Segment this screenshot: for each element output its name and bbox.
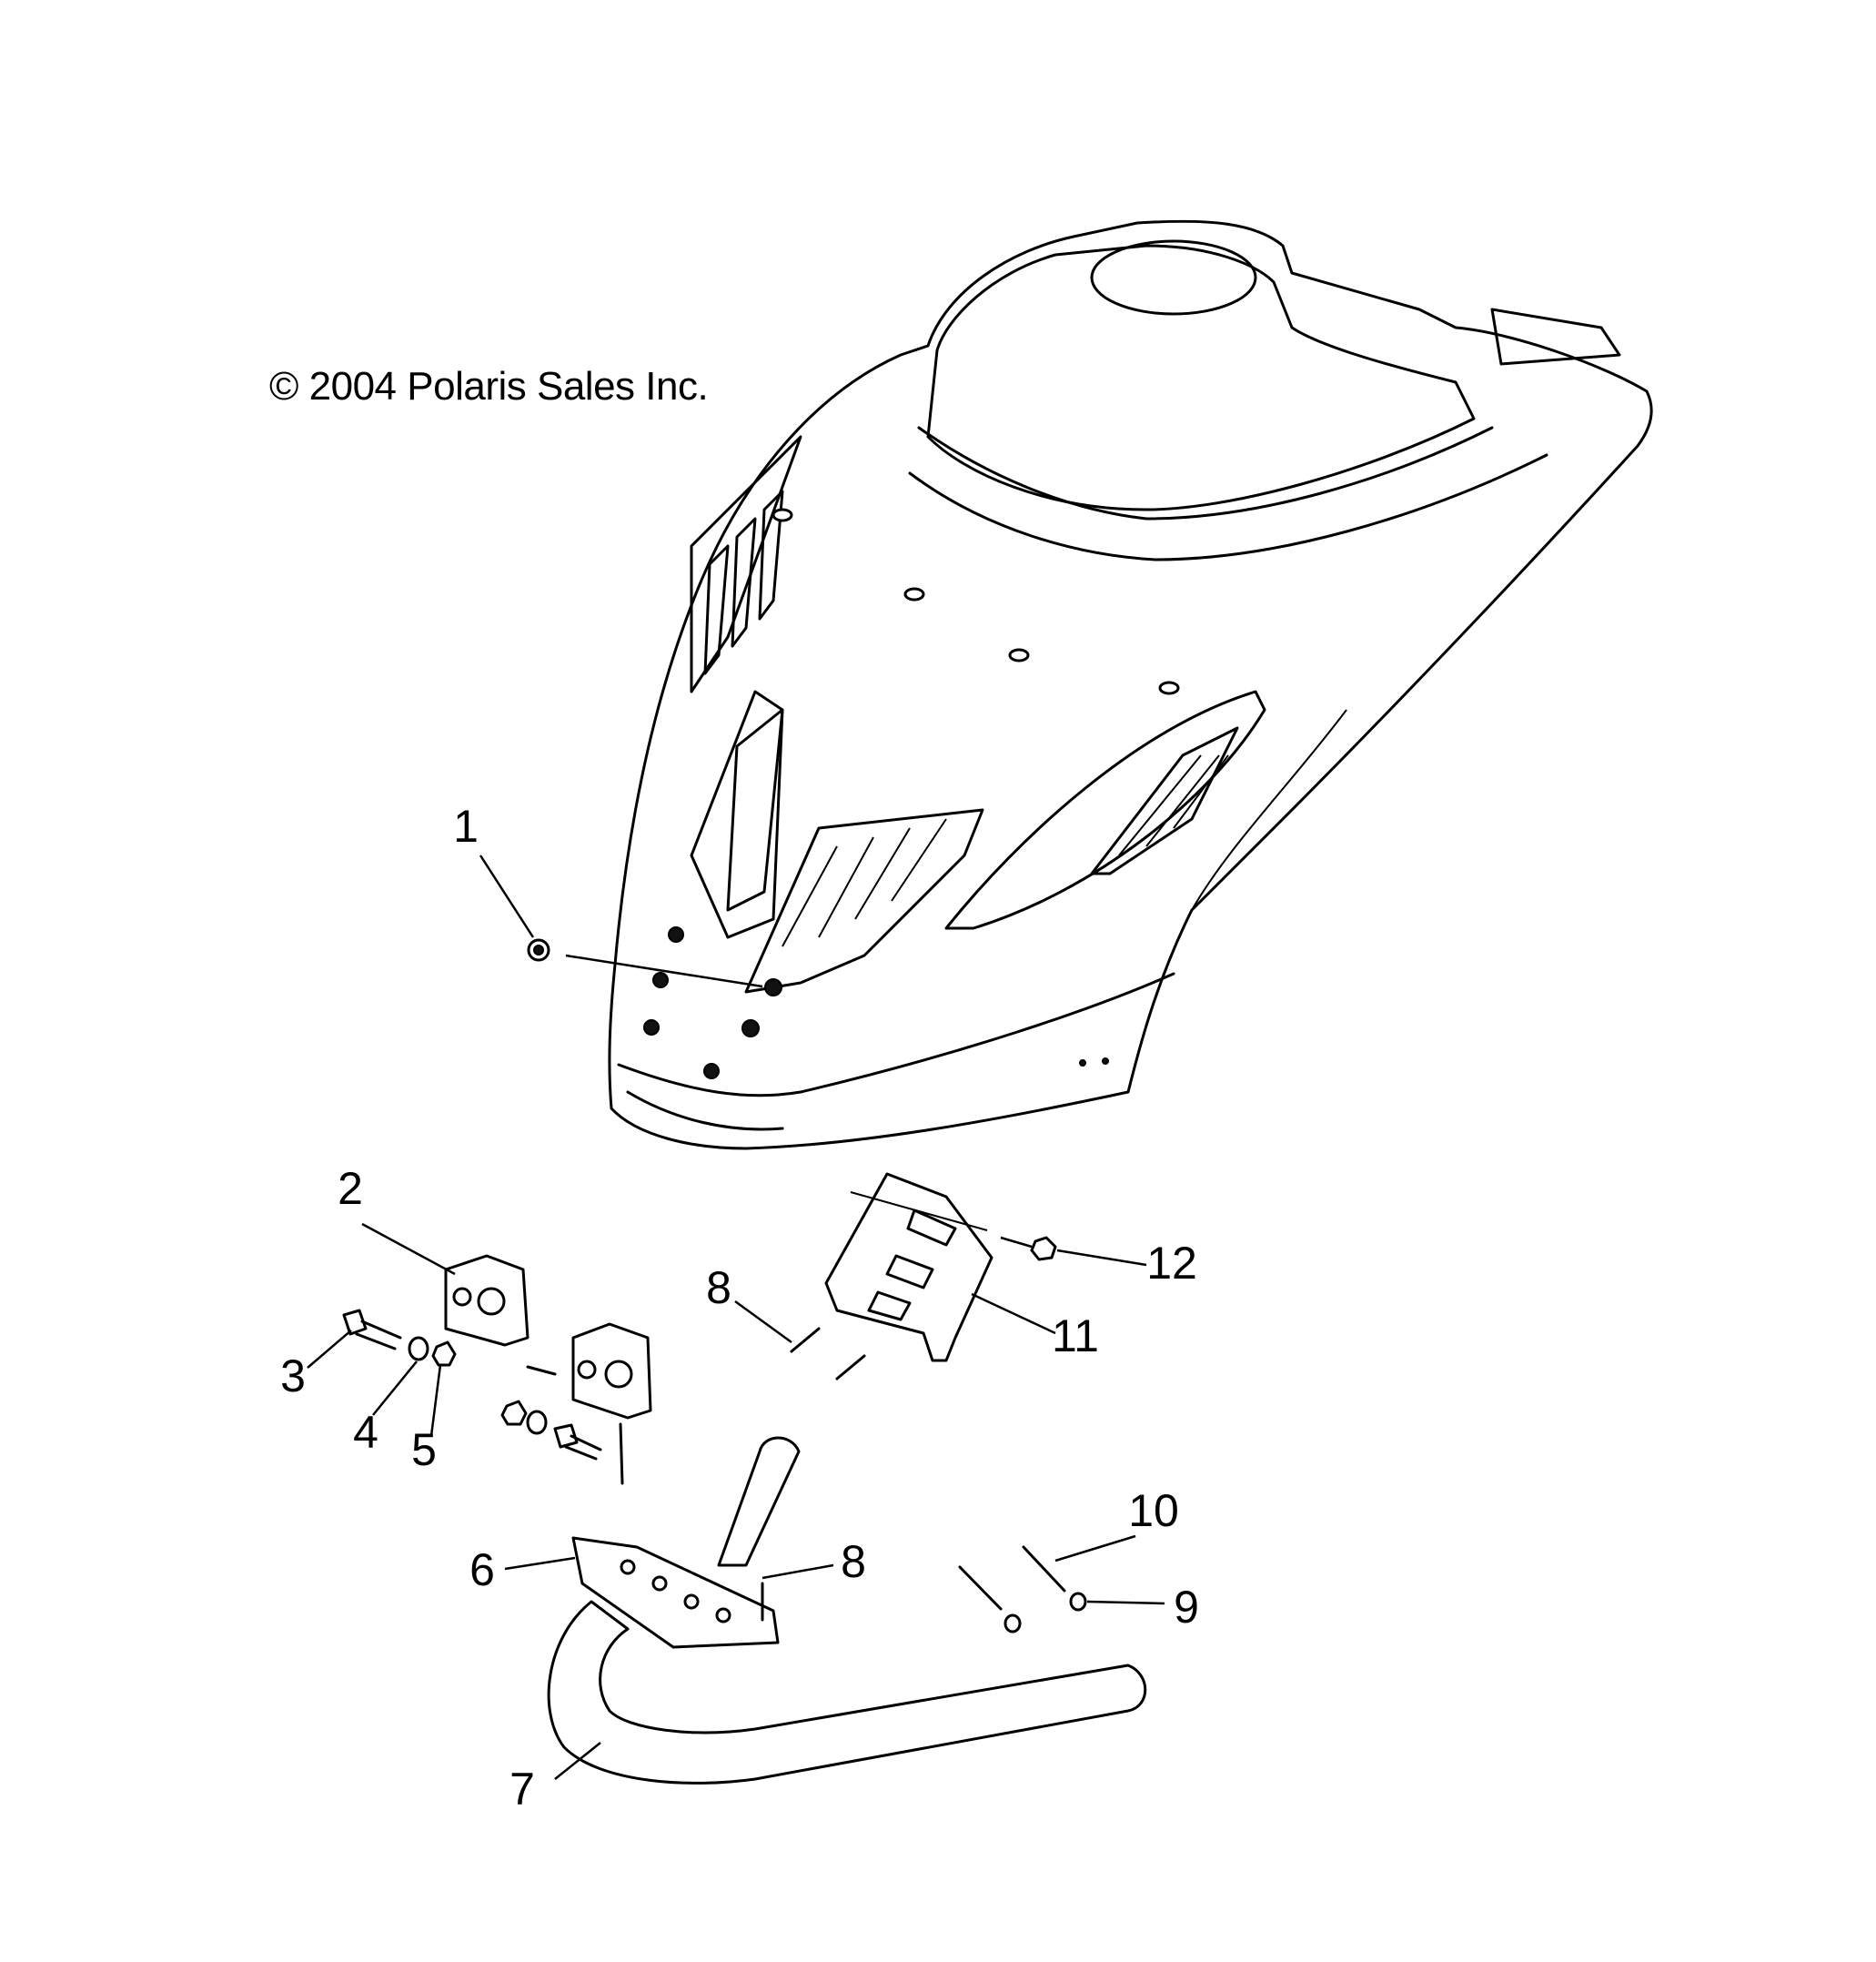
callout-12: 12 <box>1146 1238 1197 1289</box>
part-11-plate <box>824 1172 993 1362</box>
part-8-screws-plate <box>790 1327 866 1380</box>
callout-10: 10 <box>1128 1485 1179 1536</box>
callout-6: 6 <box>469 1544 495 1595</box>
callout-8-upper: 8 <box>706 1262 731 1313</box>
part-1-grommet <box>527 938 763 988</box>
part-12-nut <box>1000 1236 1057 1261</box>
part-3-bolt-left <box>342 1309 402 1350</box>
part-2-bracket-right <box>571 1322 652 1420</box>
part-4-washer <box>408 1336 548 1435</box>
part-7-bumper <box>547 1436 1147 1785</box>
bumper-mount-hardware <box>761 1545 1087 1633</box>
copyright-notice: © 2004 Polaris Sales Inc. <box>269 364 709 409</box>
callout-1: 1 <box>453 801 479 852</box>
part-6-bracket <box>571 1536 780 1649</box>
callout-11: 11 <box>1052 1310 1099 1361</box>
callout-9: 9 <box>1174 1582 1199 1633</box>
part-3-bolt-right <box>553 1423 602 1461</box>
callout-4: 4 <box>353 1407 378 1458</box>
callout-3: 3 <box>280 1350 306 1401</box>
callout-7: 7 <box>509 1764 535 1815</box>
part-5-nut <box>431 1340 528 1426</box>
callout-8-lower: 8 <box>841 1536 866 1587</box>
callout-leaders <box>307 855 1165 1780</box>
hood-grommet-holes <box>643 508 1180 1079</box>
callout-2: 2 <box>338 1163 363 1214</box>
hood-assembly <box>608 219 1653 1150</box>
callout-5: 5 <box>411 1424 437 1475</box>
part-8-screw-bracket <box>526 1365 624 1485</box>
part-2-bracket-left <box>444 1254 530 1347</box>
